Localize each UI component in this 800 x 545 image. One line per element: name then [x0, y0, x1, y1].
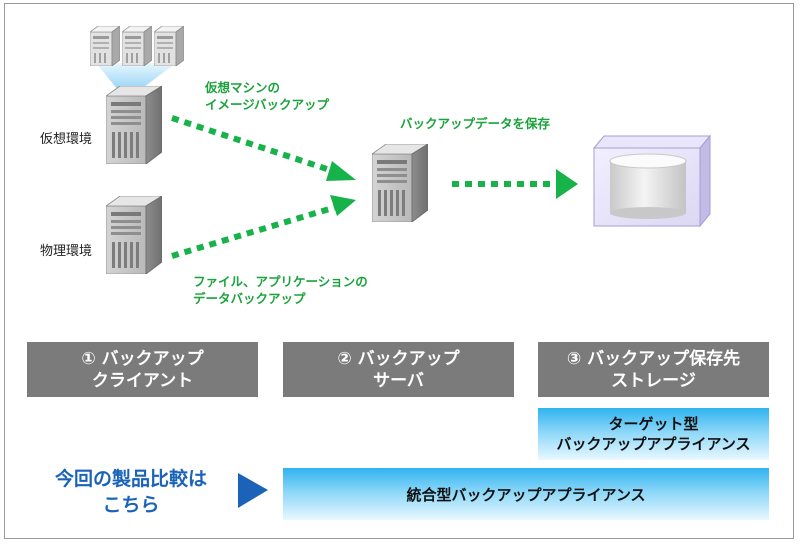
backup-client-box: ① バックアップ クライアント — [27, 342, 258, 397]
virtual-backup-label-line2: イメージバックアップ — [205, 97, 330, 112]
backup-storage-box-line2: ストレージ — [611, 370, 696, 391]
integrated-appliance-label: 統合型バックアップアプライアンス — [406, 485, 646, 504]
backup-server-box-line1: ② バックアップ — [337, 348, 460, 369]
target-appliance-line2: バックアップアプライアンス — [556, 435, 751, 453]
vm-server-icon-2 — [122, 26, 152, 66]
backup-storage-box-line1: ③ バックアップ保存先 — [566, 348, 741, 369]
comparison-callout: 今回の製品比較は こちら — [36, 466, 226, 518]
arrow-virtual-to-server — [171, 115, 356, 181]
virtual-client-server-icon — [106, 86, 162, 164]
physical-backup-label-line1: ファイル、アプリケーションの — [193, 274, 368, 289]
comparison-callout-line1: 今回の製品比較は — [54, 468, 207, 490]
backup-server-box: ② バックアップ サーバ — [283, 342, 514, 397]
physical-client-server-icon — [106, 196, 162, 274]
backup-server-icon — [372, 144, 428, 222]
arrow-server-to-storage — [452, 169, 578, 199]
target-appliance-box: ターゲット型 バックアップアプライアンス — [538, 408, 769, 460]
pointer-arrow-icon — [238, 473, 268, 508]
vm-server-icon-3 — [154, 26, 184, 66]
physical-environment-label: 物理環境 — [40, 244, 93, 259]
virtual-environment-label: 仮想環境 — [40, 132, 93, 147]
backup-storage-box: ③ バックアップ保存先 ストレージ — [538, 342, 769, 397]
comparison-callout-line2: こちら — [102, 494, 160, 516]
backup-client-box-line1: ① バックアップ — [81, 348, 204, 369]
virtual-backup-label: 仮想マシンの イメージバックアップ — [205, 79, 329, 113]
target-appliance-line1: ターゲット型 — [608, 415, 699, 433]
storage-backup-label: バックアップデータを保存 — [400, 116, 551, 131]
vm-projection-beam — [96, 63, 176, 90]
physical-backup-label-line2: データバックアップ — [193, 291, 306, 306]
backup-client-box-line2: クライアント — [91, 370, 194, 391]
storage-icon — [592, 134, 712, 228]
vm-server-icon-1 — [90, 26, 120, 66]
physical-backup-label: ファイル、アプリケーションの データバックアップ — [193, 273, 368, 307]
integrated-appliance-box: 統合型バックアップアプライアンス — [283, 468, 769, 520]
virtual-backup-label-line1: 仮想マシンの — [205, 80, 281, 95]
arrow-physical-to-server — [171, 195, 356, 259]
diagram-frame — [4, 3, 794, 539]
backup-server-box-line2: サーバ — [373, 370, 424, 391]
